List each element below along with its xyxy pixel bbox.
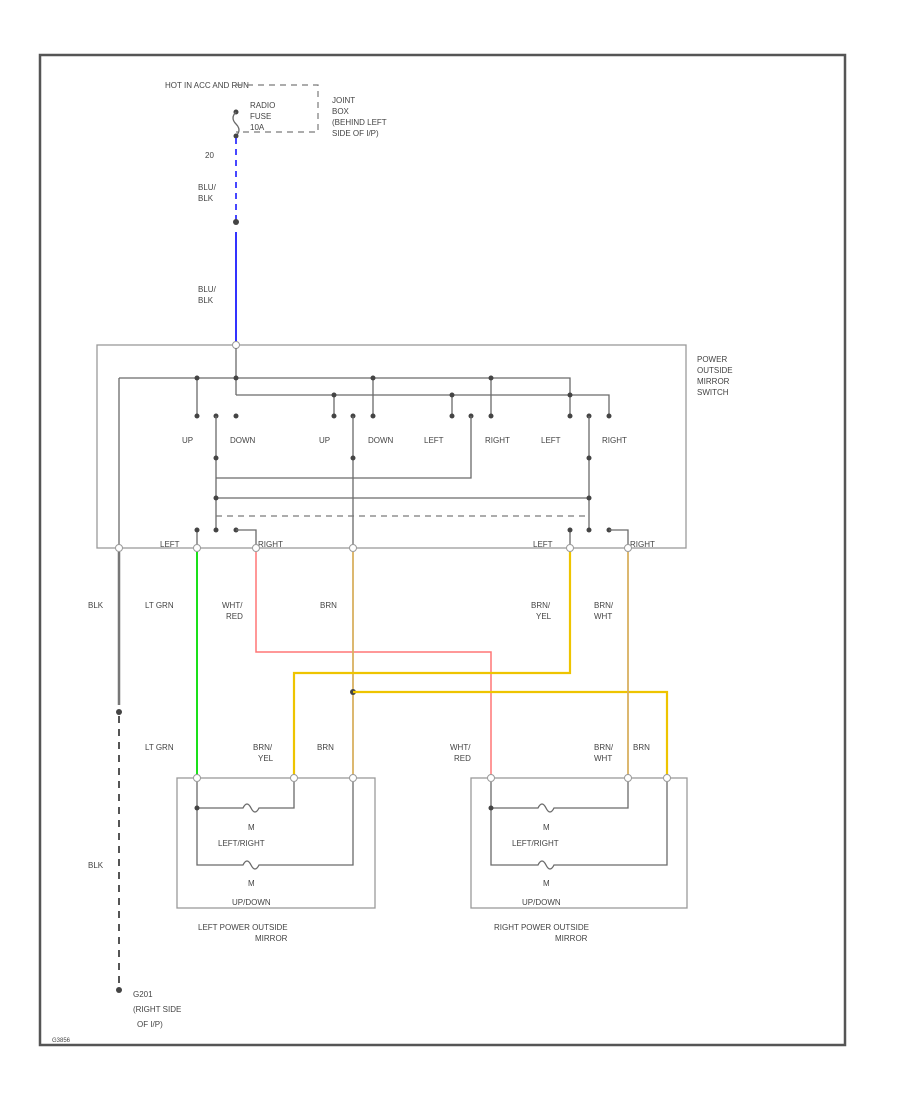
switch-bottom-pins: [115, 544, 632, 552]
junction-label-4: SIDE OF I/P): [332, 129, 379, 138]
whtred-label-top-2: RED: [226, 612, 243, 621]
right-motor-ud-label: UP/DOWN: [522, 898, 561, 907]
right-motor-lr-icon: [530, 803, 563, 813]
supply-wire-label-lower-2: BLK: [198, 296, 214, 305]
right-mirror-name-1: RIGHT POWER OUTSIDE: [494, 923, 589, 932]
left-mirror-wiring: [196, 782, 354, 866]
switch-pin-right-1: RIGHT: [258, 540, 283, 549]
left-motor-lr-symbol: M: [248, 823, 255, 832]
switch-pin-left-1: LEFT: [160, 540, 180, 549]
switch-pin-right-2: RIGHT: [630, 540, 655, 549]
left-motor-lr-icon: [235, 803, 268, 813]
hot-label: HOT IN ACC AND RUN: [165, 81, 249, 90]
supply-wire-label-upper-1: BLU/: [198, 183, 217, 192]
brnyel-label-top-1: BRN/: [531, 601, 551, 610]
supply-connector: [233, 219, 239, 225]
right-motor-lr-label: LEFT/RIGHT: [512, 839, 559, 848]
brnwht-label-bottom-2: WHT: [594, 754, 612, 763]
brnyel-label-bottom-1: BRN/: [253, 743, 273, 752]
ltgrn-label-top: LT GRN: [145, 601, 174, 610]
brnwht-label-top-2: WHT: [594, 612, 612, 621]
brn-label-bottom-right: BRN: [633, 743, 650, 752]
right-mirror-wiring: [490, 782, 668, 866]
switch-contact-dots: [194, 375, 612, 419]
contact-up-right: UP: [319, 436, 330, 445]
left-mirror-box: [176, 777, 376, 909]
joint-box-outline: [236, 84, 319, 133]
ground-point: [116, 987, 122, 993]
junction-label-1: JOINT: [332, 96, 355, 105]
right-motor-lr-symbol: M: [543, 823, 550, 832]
ground-location-2: OF I/P): [137, 1020, 163, 1029]
mirror-switch-box: [96, 344, 687, 549]
brnyel-label-top-2: YEL: [536, 612, 552, 621]
whtred-label-top-1: WHT/: [222, 601, 243, 610]
contact-right-2: RIGHT: [602, 436, 627, 445]
junction-label-2: BOX: [332, 107, 350, 116]
contact-down-right: DOWN: [368, 436, 394, 445]
brnwht-label-top-1: BRN/: [594, 601, 614, 610]
fuse-bottom-terminal: [233, 133, 239, 139]
ground-wire-label-bottom: BLK: [88, 861, 104, 870]
right-mirror-pins: [487, 774, 671, 782]
brn-wire-right-branch: [353, 690, 669, 775]
left-mirror-name-1: LEFT POWER OUTSIDE: [198, 923, 288, 932]
brnwht-label-bottom-1: BRN/: [594, 743, 614, 752]
switch-name-2: OUTSIDE: [697, 366, 733, 375]
contact-up-left: UP: [182, 436, 193, 445]
whtred-label-bottom-1: WHT/: [450, 743, 471, 752]
ground-wire-label: BLK: [88, 601, 104, 610]
whtred-wire: [255, 552, 492, 775]
right-motor-ud-icon: [530, 860, 563, 870]
switch-name-1: POWER: [697, 355, 727, 364]
contact-left-2: LEFT: [541, 436, 561, 445]
switch-input-pin: [232, 341, 240, 349]
switch-right-links: [236, 529, 629, 545]
ground-connector: [116, 709, 122, 715]
fuse-label-2: FUSE: [250, 112, 271, 121]
left-motor-lr-label: LEFT/RIGHT: [218, 839, 265, 848]
contact-left-1: LEFT: [424, 436, 444, 445]
left-motor-ud-icon: [235, 860, 268, 870]
left-mirror-pins: [193, 774, 357, 782]
brn-label-bottom: BRN: [317, 743, 334, 752]
right-motor-ud-symbol: M: [543, 879, 550, 888]
fuse-element: [232, 111, 240, 137]
switch-name-3: MIRROR: [697, 377, 730, 386]
left-mirror-common: [194, 805, 200, 811]
fuse-label-3: 10A: [250, 123, 265, 132]
supply-wire-label-upper-2: BLK: [198, 194, 214, 203]
brn-label-top: BRN: [320, 601, 337, 610]
right-mirror-name-2: MIRROR: [555, 934, 588, 943]
fuse-label-1: RADIO: [250, 101, 275, 110]
left-motor-ud-label: UP/DOWN: [232, 898, 271, 907]
right-mirror-box: [470, 777, 688, 909]
ground-id: G201: [133, 990, 153, 999]
fuse-number: 20: [205, 151, 214, 160]
contact-right-1: RIGHT: [485, 436, 510, 445]
switch-common-bus: [118, 348, 610, 545]
contact-down-left: DOWN: [230, 436, 256, 445]
supply-wire-label-lower-1: BLU/: [198, 285, 217, 294]
junction-label-3: (BEHIND LEFT: [332, 118, 387, 127]
ltgrn-label-bottom: LT GRN: [145, 743, 174, 752]
brnyel-label-bottom-2: YEL: [258, 754, 274, 763]
switch-name-4: SWITCH: [697, 388, 729, 397]
ground-location-1: (RIGHT SIDE: [133, 1005, 181, 1014]
diagram-frame: [38, 53, 847, 1047]
switch-lower-dots: [194, 455, 612, 533]
left-mirror-name-2: MIRROR: [255, 934, 288, 943]
whtred-label-bottom-2: RED: [454, 754, 471, 763]
diagram-code: G3856: [52, 1038, 71, 1044]
brnyel-wire: [292, 552, 572, 775]
switch-pin-left-2: LEFT: [533, 540, 553, 549]
right-mirror-common: [488, 805, 494, 811]
left-motor-ud-symbol: M: [248, 879, 255, 888]
